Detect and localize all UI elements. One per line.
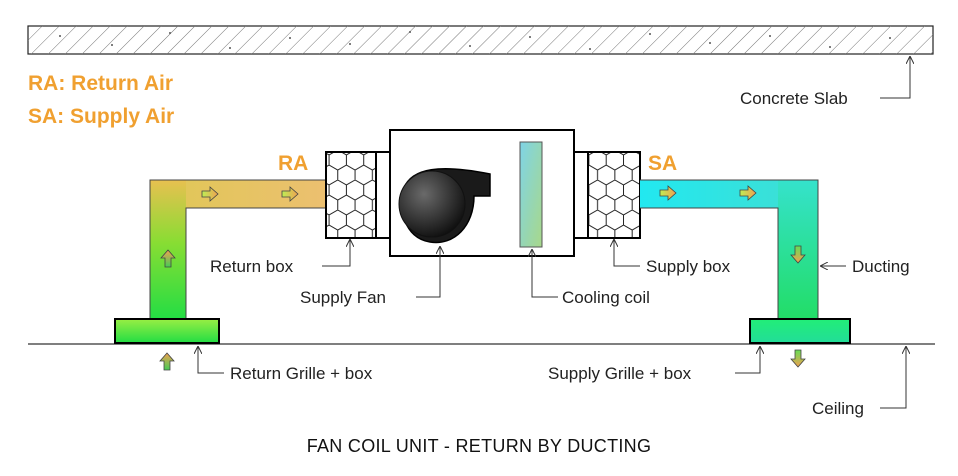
leader-concrete-slab [880,57,910,99]
label-cooling-coil: Cooling coil [562,288,650,307]
leader-supply-grille [735,347,760,374]
supply-box [587,151,641,239]
label-return-grille: Return Grille + box [230,364,373,383]
flow-arrow-icon [790,349,806,368]
flow-arrow-icon [201,186,219,202]
ra-tag: RA [278,152,308,175]
flow-arrow-icon [159,352,175,371]
supply-duct [640,179,819,320]
fan-icon [398,167,491,244]
label-ceiling: Ceiling [812,399,864,418]
flow-arrow-icon [790,245,806,264]
label-supply-grille: Supply Grille + box [548,364,692,383]
legend-supply-air: SA: Supply Air [28,105,174,128]
legend-return-air: RA: Return Air [28,72,173,95]
leader-return-grille [198,347,224,374]
return-neck [375,151,391,239]
label-concrete-slab: Concrete Slab [740,89,848,108]
supply-grille [749,318,851,344]
leader-supply-box [614,240,640,267]
flow-arrow-icon [659,185,677,201]
cooling-coil [519,141,543,248]
diagram-title: FAN COIL UNIT - RETURN BY DUCTING [307,436,652,456]
leader-supply-fan [416,247,440,298]
return-box [325,151,377,239]
supply-neck [573,151,589,239]
return-grille [114,318,220,344]
label-return-box: Return box [210,257,294,276]
leader-ceiling [880,347,906,409]
flow-arrow-icon [281,186,299,202]
concrete-slab [27,25,934,55]
label-ducting: Ducting [852,257,910,276]
leader-return-box [322,240,350,267]
label-supply-fan: Supply Fan [300,288,386,307]
flow-arrow-icon [160,249,176,268]
label-supply-box: Supply box [646,257,731,276]
sa-tag: SA [648,152,677,175]
leader-cooling-coil [532,250,558,298]
flow-arrow-icon [739,185,757,201]
